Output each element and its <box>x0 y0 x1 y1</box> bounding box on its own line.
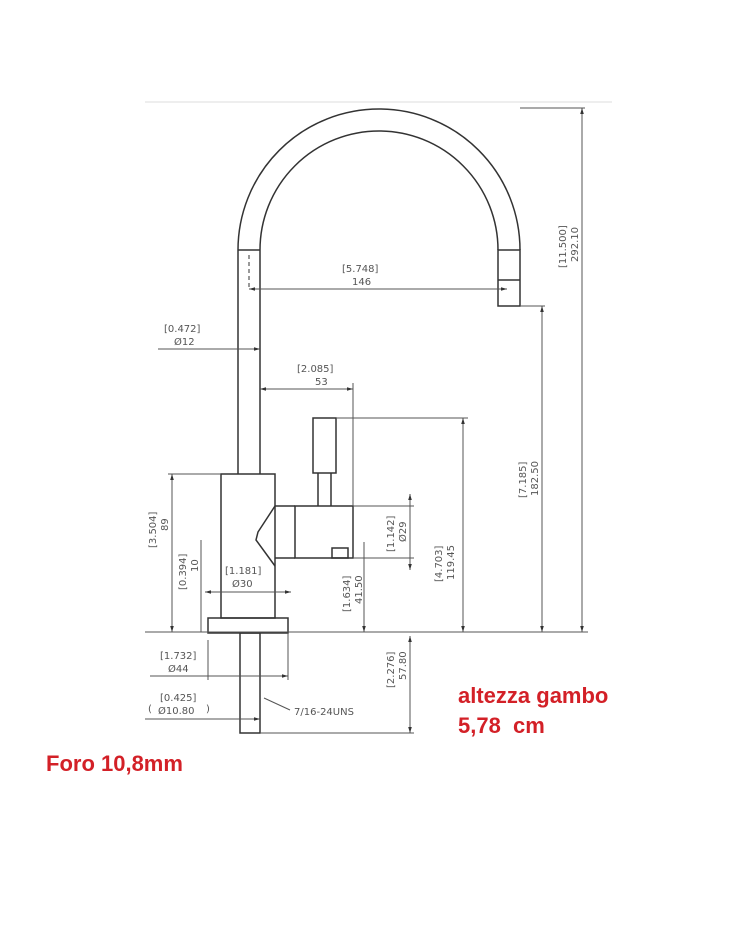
dim-base-dia-mm: Ø44 <box>168 663 189 675</box>
base <box>207 617 289 734</box>
dim-shank-length-mm: 57.80 <box>398 651 409 680</box>
dim-overall-inch: [11.500] <box>558 225 569 268</box>
dim-shank-dia-mm: Ø10.80 <box>158 705 195 717</box>
tube <box>237 250 261 474</box>
dim-thread: 7/16-24UNS <box>294 707 354 718</box>
hole-size-note: Foro 10,8mm <box>46 751 183 776</box>
dim-body-height-mm: 89 <box>160 518 171 531</box>
dim-body-dia-inch: [1.181] <box>225 566 262 577</box>
shank-height-value: 5,78 cm <box>458 713 545 738</box>
dim-base-dia-inch: [1.732] <box>160 651 197 662</box>
dim-handle-offset-mm: 53 <box>315 377 328 388</box>
spout <box>237 108 521 307</box>
dim-reach-inch: [5.748] <box>342 264 379 275</box>
shank-dia-paren-right: ) <box>206 704 210 715</box>
dim-handle-top-inch: [4.703] <box>434 545 445 582</box>
dim-shank-length-inch: [2.276] <box>386 651 397 688</box>
dim-handle-dia-inch: [1.142] <box>386 515 397 552</box>
dim-shank-dia-inch: [0.425] <box>160 693 197 704</box>
dimension-labels: [5.748] 146 [0.472] Ø12 [2.085] 53 [1.18… <box>148 225 581 718</box>
dim-body-dia-mm: Ø30 <box>232 578 253 590</box>
dim-spout-height-mm: 182.50 <box>530 461 541 496</box>
dim-tube-inch: [0.472] <box>164 324 201 335</box>
dimension-lines <box>145 107 588 734</box>
dim-handle-center-inch: [1.634] <box>342 575 353 612</box>
dim-handle-top-mm: 119.45 <box>446 545 457 580</box>
dim-handle-center-mm: 41.50 <box>354 575 365 604</box>
body <box>220 417 354 619</box>
dim-base-height-mm: 10 <box>190 559 201 572</box>
dim-spout-height-inch: [7.185] <box>518 461 529 498</box>
dim-tube-mm: Ø12 <box>174 336 195 348</box>
dim-overall-mm: 292.10 <box>570 227 581 262</box>
dim-reach-mm: 146 <box>352 277 371 288</box>
shank-dia-paren-left: ( <box>148 704 152 715</box>
dim-body-height-inch: [3.504] <box>148 511 159 548</box>
dim-base-height-inch: [0.394] <box>178 553 189 590</box>
shank-height-label: altezza gambo <box>458 683 609 708</box>
dim-handle-dia-mm: Ø29 <box>397 521 409 542</box>
dim-handle-offset-inch: [2.085] <box>297 364 334 375</box>
